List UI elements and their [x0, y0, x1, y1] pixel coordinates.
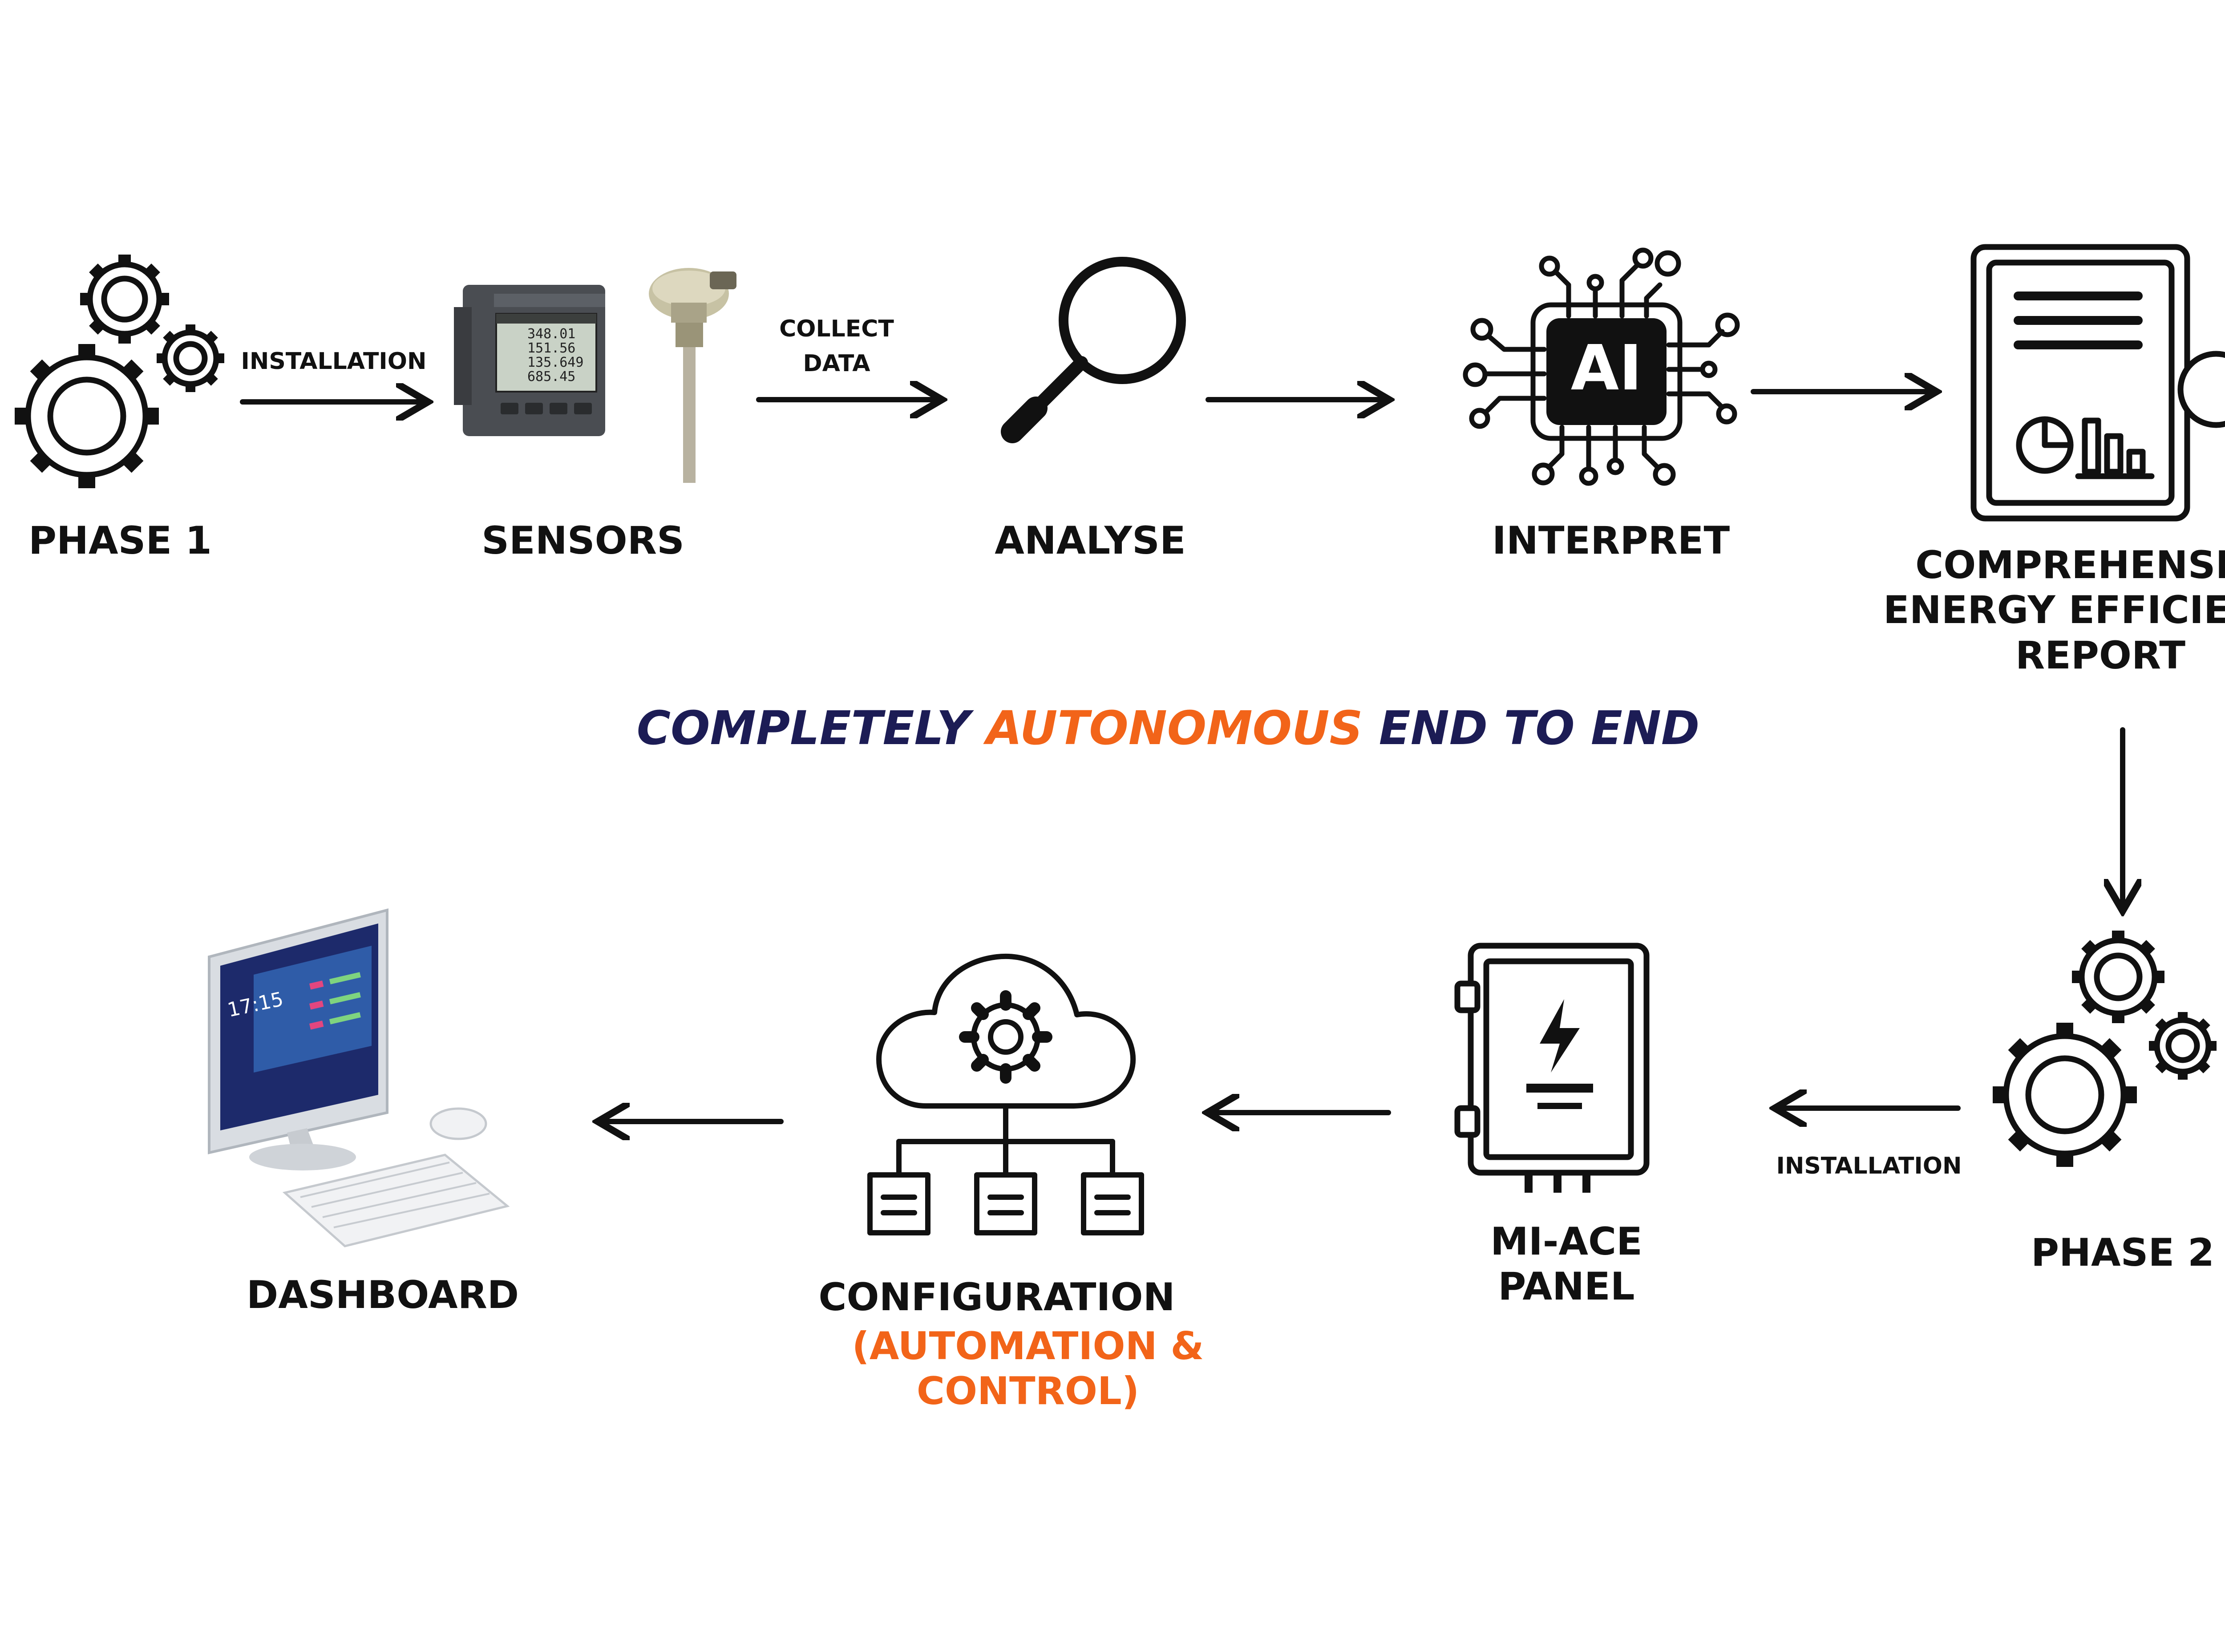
meter-reading-2: 151.56 [527, 340, 575, 356]
tagline-part-1: COMPLETELY [636, 701, 987, 755]
phase-1-label: PHASE 1 [28, 518, 212, 563]
magnifier-icon [1001, 257, 1186, 443]
edge-label-data: DATA [803, 350, 870, 377]
meter-reading-3: 135.649 [527, 355, 583, 370]
meter-reading-1: 348.01 [527, 326, 575, 342]
power-meter-icon: 348.01 151.56 135.649 685.45 [454, 285, 605, 436]
dashboard-label: DASHBOARD [246, 1273, 519, 1317]
configuration-label: CONFIGURATION [818, 1275, 1175, 1320]
sensors-label: SENSORS [481, 518, 684, 563]
analyse-label: ANALYSE [995, 518, 1186, 563]
panel-label: MI-ACE PANEL [1420, 1219, 1713, 1310]
cloud-network-icon [867, 953, 1144, 1235]
tagline-accent: AUTONOMOUS [986, 701, 1363, 755]
report-icon [1970, 244, 2225, 522]
configuration-sub-line-2: CONTROL) [916, 1369, 1140, 1414]
gears-icon [1993, 931, 2217, 1167]
temperature-probe-icon [649, 268, 736, 483]
edge-label-collect-data: COLLECT DATA [739, 312, 934, 381]
configuration-sub-label: (AUTOMATION & CONTROL) [837, 1324, 1219, 1414]
tagline-part-2: END TO END [1363, 701, 1700, 755]
report-label-line-3: REPORT [2015, 633, 2186, 678]
tagline: COMPLETELY AUTONOMOUS END TO END [0, 701, 2225, 755]
meter-reading-4: 685.45 [527, 369, 575, 385]
configuration-sub-line-1: (AUTOMATION & [852, 1324, 1204, 1369]
gears-icon [15, 255, 224, 488]
panel-label-line-1: MI-ACE [1490, 1219, 1642, 1264]
interpret-label: INTERPRET [1492, 518, 1730, 563]
report-label-line-2: ENERGY EFFICIENCY [1883, 588, 2225, 633]
report-label-line-1: COMPREHENSIVE [1915, 543, 2225, 587]
edge-label-collect: COLLECT [779, 316, 894, 342]
phase-2-label: PHASE 2 [2031, 1231, 2215, 1275]
edge-label-installation-2: INSTALLATION [1776, 1153, 1962, 1179]
report-label: COMPREHENSIVE ENERGY EFFICIENCY REPORT [1873, 543, 2225, 678]
edge-label-installation-1: INSTALLATION [241, 348, 427, 375]
control-panel-icon [1454, 943, 1650, 1193]
panel-label-line-2: PANEL [1498, 1264, 1635, 1309]
desktop-computer-icon: 17:15 [208, 908, 510, 1247]
chip-label: AI [1571, 332, 1642, 405]
ai-chip-icon: AI [1463, 247, 1740, 486]
